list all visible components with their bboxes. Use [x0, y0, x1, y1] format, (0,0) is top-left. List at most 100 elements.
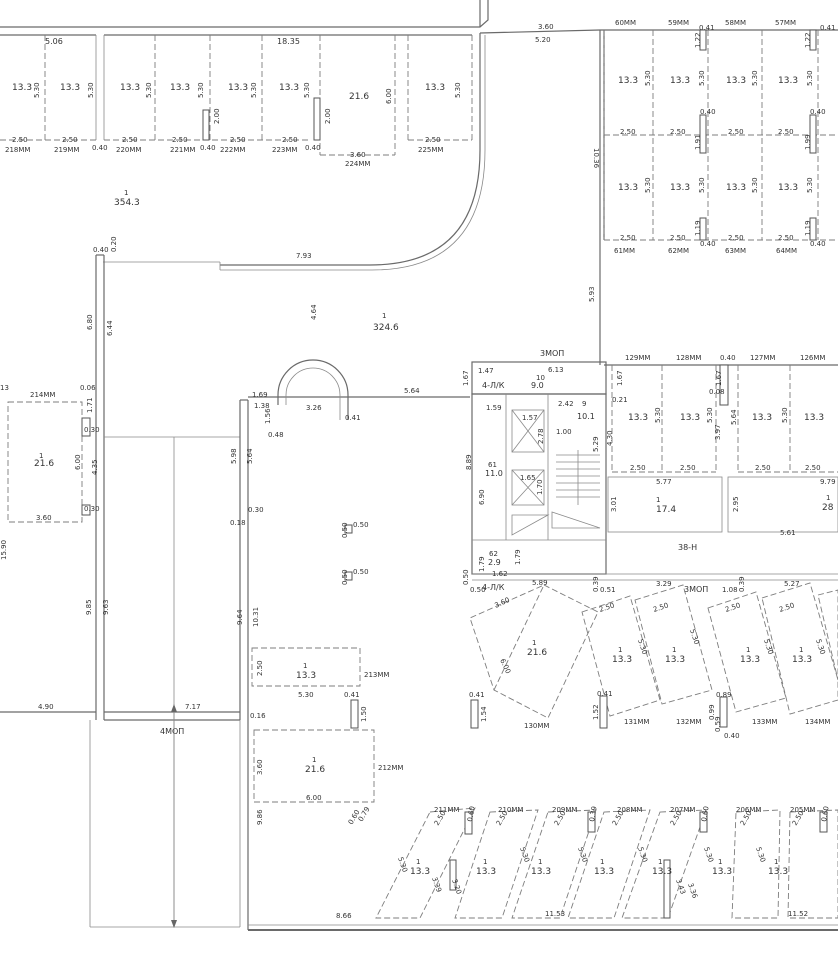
dimension-label: 0.40 [810, 108, 826, 116]
dimension-label: 0.20 [110, 236, 118, 252]
dimension-label: 61ММ [614, 247, 635, 255]
dimension-label: 0.40 [700, 108, 716, 116]
dimension-label: 209ММ [552, 806, 577, 814]
dimension-label: 4-Л/К [482, 583, 505, 592]
dimension-label: 4.35 [91, 459, 99, 475]
dimension-label: 13.3 [12, 83, 32, 93]
dimension-label: 1 [746, 646, 750, 654]
dimension-label: 13.3 [612, 655, 632, 665]
dimension-label: 1 [39, 452, 43, 460]
dimension-label: 5.64 [246, 448, 254, 464]
dimension-label: 126ММ [800, 354, 825, 362]
dimension-label: 13.3 [726, 76, 746, 86]
dimension-label: 4-Л/К [482, 381, 505, 390]
dimension-label: 5.30 [751, 70, 759, 86]
dimension-label: 206ММ [736, 806, 761, 814]
dimension-label: 1 [483, 858, 487, 866]
dimension-label: 0.41 [820, 24, 836, 32]
dimension-label: 13.3 [170, 83, 190, 93]
dimension-label: 129ММ [625, 354, 650, 362]
dimension-label: 13.3 [228, 83, 248, 93]
dimension-label: 10.36 [592, 148, 600, 169]
dimension-label: 3.60 [256, 759, 264, 775]
dimension-label: 57ММ [775, 19, 796, 27]
dimension-label: 128ММ [676, 354, 701, 362]
dimension-label: 2.95 [732, 496, 740, 512]
dimension-label: 6.00 [74, 454, 82, 470]
dimension-label: 1.50 [360, 706, 368, 722]
dimension-label: 5.30 [762, 638, 774, 655]
central-area: 6.80 6.44 4.64 1 324.6 [86, 304, 399, 336]
dimension-label: 6.13 [548, 366, 564, 374]
dimension-label: 13.3 [120, 83, 140, 93]
dimension-label: 3.60 [538, 23, 554, 31]
dimension-label: 3.43 [674, 878, 687, 895]
dimension-label: 2.50 [425, 136, 441, 144]
dimension-label: 5.29 [592, 436, 600, 452]
dimension-label: 2.50 [724, 601, 741, 613]
dimension-label: 5.89 [532, 579, 548, 587]
dimension-label: 59ММ [668, 19, 689, 27]
dimension-label: 5.30 [688, 628, 700, 645]
dimension-label: 2.50 [755, 464, 771, 472]
dimension-label: 1.69 [252, 391, 268, 399]
dimension-label: 5.30 [706, 407, 714, 423]
dimension-label: 9.0 [531, 381, 544, 390]
dimension-label: 13.3 [476, 867, 496, 877]
dimension-label: 5.98 [230, 448, 238, 464]
dimension-label: 0.41 [345, 414, 361, 422]
dimension-label: 0.40 [720, 354, 736, 362]
dimension-label: 0.40 [92, 144, 108, 152]
arrow-head-top [171, 704, 177, 712]
dimension-label: 3.36 [686, 882, 699, 900]
dimension-label: 5.93 [588, 286, 596, 302]
dimension-label: 5.30 [814, 638, 826, 655]
dimension-label: 5.30 [145, 82, 153, 98]
dimension-label: 0.39 [588, 806, 599, 823]
dimension-label: 2.00 [213, 108, 221, 124]
parking-top-right [603, 29, 838, 241]
dimension-label: 2.9 [488, 558, 501, 567]
dimension-label: 1.67 [462, 370, 470, 386]
dimension-label: 0.40 [700, 240, 716, 248]
dimension-label: 5.30 [197, 82, 205, 98]
dimension-label: 127ММ [750, 354, 775, 362]
dimension-label: 5.30 [396, 856, 409, 873]
parking-angled-130: 5.89 3.60 6.00 1 21.6 130ММ 0.41 1.54 0.… [469, 576, 838, 740]
dimension-label: 1 [774, 858, 778, 866]
dimension-label: 1 [799, 646, 803, 654]
dimension-label: 13.3 [279, 83, 299, 93]
dimension-label: 13.3 [618, 183, 638, 193]
dimension-label: 28 [822, 503, 834, 513]
dimension-label: 62ММ [668, 247, 689, 255]
dimension-label: 213ММ [364, 671, 389, 679]
dimension-label: 15.90 [0, 540, 8, 560]
dimension-label: 1 [656, 496, 660, 504]
dimension-label: 5.30 [806, 177, 814, 193]
dimension-label: 0.30 [84, 505, 100, 513]
dimension-label: 0.50 [470, 586, 486, 594]
dimension-label: 5.30 [636, 638, 648, 655]
dimension-label: 5.30 [654, 407, 662, 423]
dimension-label: 133ММ [752, 718, 777, 726]
dimension-label: 1.65 [520, 474, 536, 482]
dimension-label: 0.39 [738, 576, 746, 592]
dimension-label: 1.62 [492, 570, 508, 578]
dimension-label: 214ММ [30, 391, 55, 399]
dimension-label: 13.3 [665, 655, 685, 665]
dimension-label: 1 [538, 858, 542, 866]
dimension-label: 0.39 [592, 576, 600, 592]
dimension-label: 17.4 [656, 505, 676, 515]
dimension-label: 2.50 [778, 128, 794, 136]
dimension-label: 61 [488, 461, 497, 469]
dimension-label: 0.60 [466, 806, 477, 823]
dimension-label: 9.64 [236, 609, 244, 625]
dimension-label: 3.97 [714, 424, 722, 440]
dimension-label: 3.26 [306, 404, 322, 412]
dimension-label: 324.6 [373, 323, 399, 333]
dimension-label: 6.44 [106, 320, 114, 336]
dimension-label: 1 [600, 858, 604, 866]
dimension-label: 13.3 [618, 76, 638, 86]
dimension-label: 2.50 [620, 234, 636, 242]
dimension-label: 6.00 [306, 794, 322, 802]
